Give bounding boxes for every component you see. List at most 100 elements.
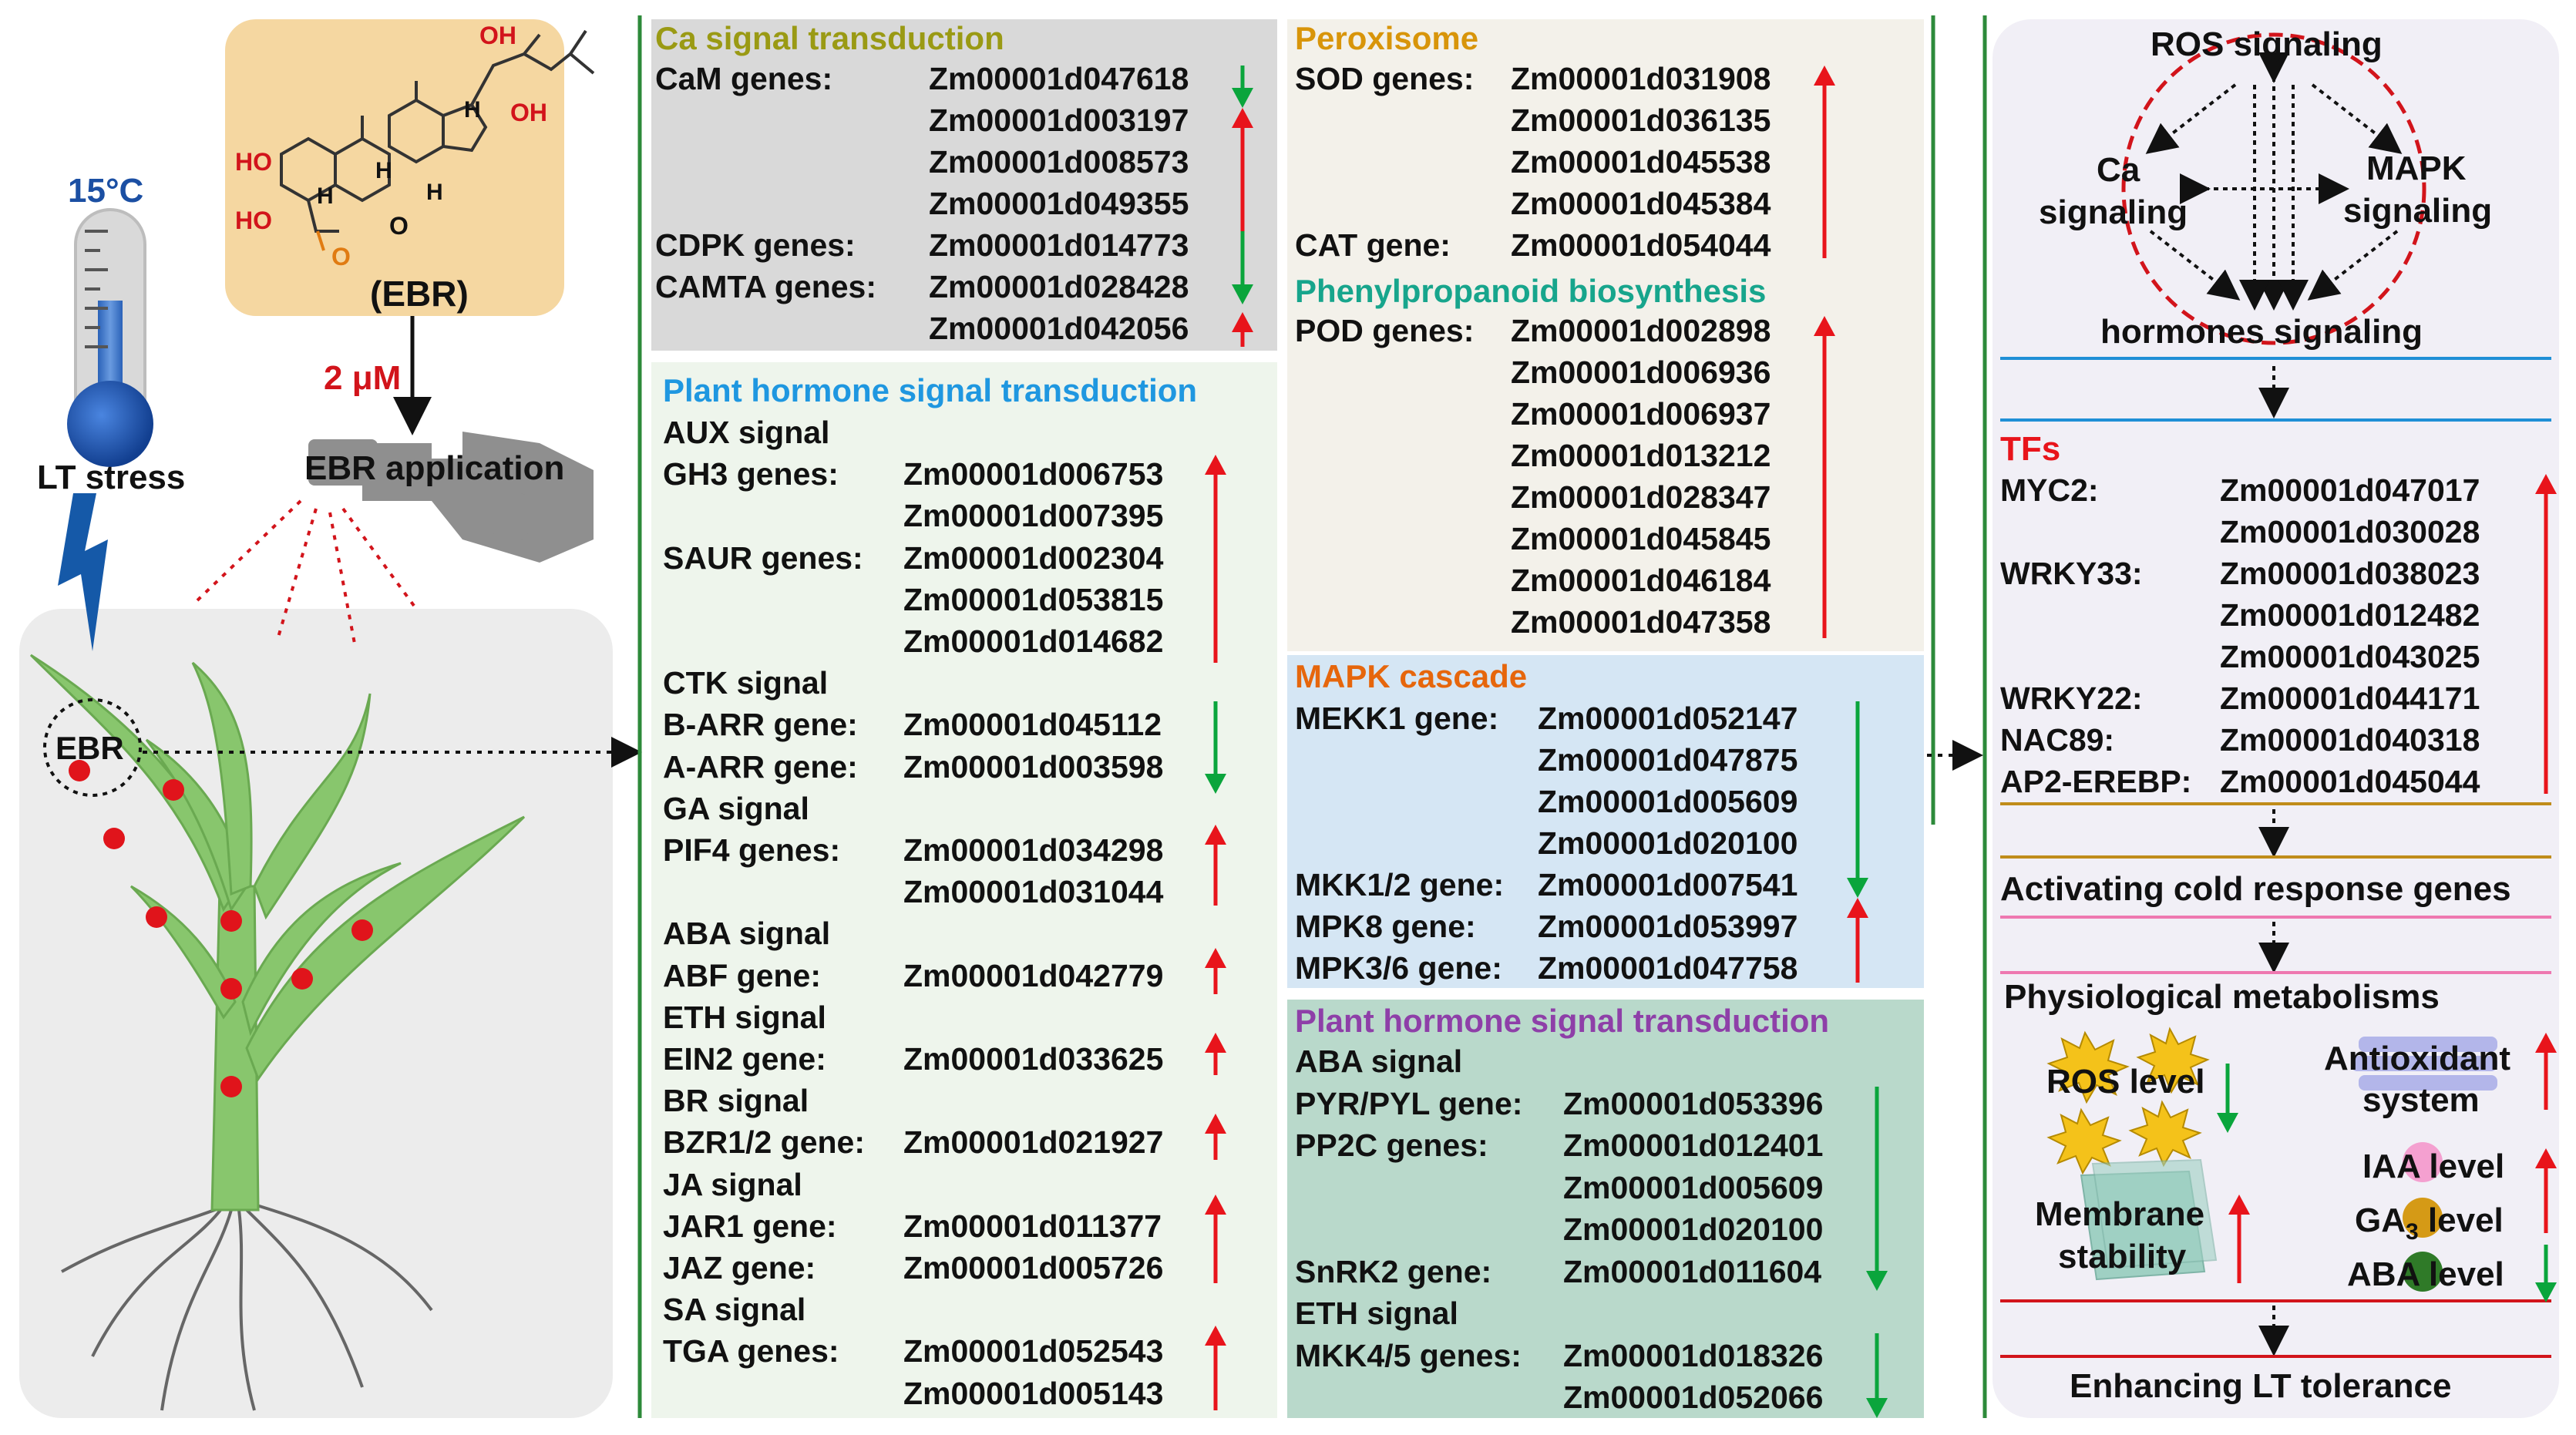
gene-group-label: EIN2 gene: <box>663 1041 826 1077</box>
plant-hormone2-box <box>1287 1000 1924 1418</box>
gene-id: Zm00001d003197 <box>929 102 1189 138</box>
membrane-label-b: stability <box>2058 1238 2187 1275</box>
plant-panel <box>19 609 613 1418</box>
cam-up-arrow <box>1232 108 1253 231</box>
ein2-up-arrow <box>1205 1033 1226 1075</box>
gene-id: Zm00001d005609 <box>1563 1169 1824 1205</box>
gene-group-label: ABF gene: <box>663 957 821 993</box>
antioxidant-up-arrow <box>2535 1033 2557 1110</box>
gene-id: Zm00001d053815 <box>903 581 1164 617</box>
gene-group-label: MKK1/2 gene: <box>1295 867 1505 902</box>
gene-id: Zm00001d011604 <box>1563 1253 1822 1289</box>
gene-group-label: MPK3/6 gene: <box>1295 950 1502 986</box>
gene-id: Zm00001d044171 <box>2220 681 2480 716</box>
gene-id: Zm00001d006936 <box>1511 355 1771 390</box>
gene-id: Zm00001d049355 <box>929 186 1189 221</box>
plant-hormone-title: Plant hormone signal transduction <box>663 372 1198 408</box>
gene-group-label: B-ARR gene: <box>663 707 858 743</box>
gene-id: Zm00001d030028 <box>2220 514 2480 549</box>
pod-up-arrow <box>1814 316 1835 638</box>
mol-h1: H <box>464 97 481 123</box>
mol-ho2: HO <box>235 207 272 234</box>
gene-group-label: POD genes: <box>1295 313 1475 348</box>
camta-up-arrow <box>1232 312 1253 347</box>
ebr-name-label: (EBR) <box>370 274 469 314</box>
gene-id: Zm00001d014773 <box>929 227 1189 263</box>
gene-id: Zm00001d045538 <box>1511 144 1771 180</box>
mkk45-down-arrow <box>1866 1333 1888 1418</box>
mapk-signaling-label-a: MAPK <box>2366 150 2467 187</box>
gene-group-label: MKK4/5 genes: <box>1295 1337 1522 1373</box>
mol-o2: O <box>389 212 409 240</box>
mapk-signaling-label-b: signaling <box>2343 192 2493 230</box>
gene-id: Zm00001d002898 <box>1511 313 1771 348</box>
gene-id: Zm00001d007395 <box>903 498 1164 534</box>
gene-group-label: PYR/PYL gene: <box>1295 1085 1523 1121</box>
gene-id: Zm00001d040318 <box>2220 722 2480 758</box>
plant-hormone-box <box>651 362 1277 1418</box>
mol-h2: H <box>375 158 392 183</box>
gene-group-label: JAR1 gene: <box>663 1208 837 1244</box>
hormones-signaling-label: hormones signaling <box>2100 313 2423 351</box>
mol-oh1: OH <box>479 22 516 49</box>
spray-bottle-icon <box>308 432 594 563</box>
peroxisome-title: Peroxisome <box>1295 20 1479 56</box>
gene-id: Zm00001d034298 <box>903 832 1164 868</box>
gene-id: Zm00001d042779 <box>903 957 1164 993</box>
bzr-up-arrow <box>1205 1114 1226 1160</box>
temperature-label: 15°C <box>68 172 144 210</box>
ga3-sub: 3 <box>2406 1218 2419 1245</box>
gene-group-label: GA signal <box>663 790 809 826</box>
mol-o1: O <box>331 243 351 271</box>
gene-id: Zm00001d002304 <box>903 539 1164 576</box>
cdpk-down-arrow <box>1232 231 1253 304</box>
gene-id: Zm00001d053997 <box>1538 909 1798 944</box>
tfs-title: TFs <box>2000 430 2061 468</box>
gene-group-label: MEKK1 gene: <box>1295 701 1499 736</box>
ga3-dot <box>2403 1198 2443 1238</box>
gene-group-label: WRKY33: <box>2000 556 2143 591</box>
plant-hormone2-title: Plant hormone signal transduction <box>1295 1003 1830 1039</box>
mol-h4: H <box>317 183 334 209</box>
gene-id: Zm00001d045384 <box>1511 186 1771 221</box>
lightning-icon <box>58 493 108 651</box>
sod-up-arrow <box>1814 66 1835 258</box>
ctk-down-arrow <box>1205 701 1226 794</box>
mapk-title: MAPK cascade <box>1295 658 1528 694</box>
gene-id: Zm00001d012482 <box>2220 597 2480 633</box>
gene-id: Zm00001d007541 <box>1538 867 1798 902</box>
ga3-text: GA <box>2355 1201 2406 1239</box>
gene-group-label: ETH signal <box>663 999 826 1035</box>
antioxidant-label-a: Antioxidant <box>2324 1040 2510 1077</box>
ca-signaling-label-b: signaling <box>2039 193 2188 231</box>
membrane-icon <box>2080 1158 2218 1281</box>
gene-id: Zm00001d011377 <box>903 1208 1162 1244</box>
ros-signaling-label: ROS signaling <box>2151 25 2383 63</box>
gene-id: Zm00001d052066 <box>1563 1380 1824 1415</box>
gene-id: Zm00001d005726 <box>903 1250 1164 1285</box>
gene-group-label: PIF4 genes: <box>663 832 841 868</box>
abf-up-arrow <box>1205 948 1226 994</box>
gene-group-label: ETH signal <box>1295 1296 1458 1331</box>
gene-id: Zm00001d031908 <box>1511 61 1771 96</box>
gene-group-label: WRKY22: <box>2000 681 2143 716</box>
gene-id: Zm00001d008573 <box>929 144 1189 180</box>
gene-id: Zm00001d038023 <box>2220 556 2480 591</box>
gene-id: Zm00001d006753 <box>903 456 1164 492</box>
gene-id: Zm00001d047618 <box>929 61 1189 96</box>
mol-ho1: HO <box>235 148 272 176</box>
gene-id: Zm00001d045845 <box>1511 521 1771 556</box>
gene-group-label: JA signal <box>663 1166 802 1202</box>
tga-up-arrow <box>1205 1326 1226 1410</box>
gene-group-label: CTK signal <box>663 665 829 701</box>
activating-label: Activating cold response genes <box>2000 870 2511 908</box>
gene-id: Zm00001d018326 <box>1563 1337 1824 1373</box>
mol-oh2: OH <box>510 99 547 126</box>
gene-id: Zm00001d005609 <box>1538 784 1798 819</box>
mapk-box <box>1287 655 1924 988</box>
ga3-level-label: GA3 level <box>2355 1201 2504 1252</box>
antioxidant-icon <box>2351 1037 2497 1091</box>
gene-id: Zm00001d006937 <box>1511 396 1771 432</box>
ebr-leaf-circle <box>43 698 142 797</box>
ca-signaling-label-a: Ca <box>2097 151 2141 189</box>
